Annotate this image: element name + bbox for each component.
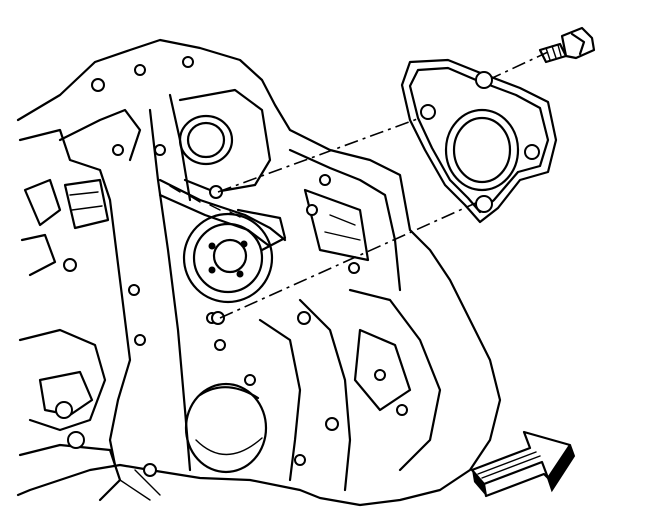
block-mount-hole-upper	[209, 185, 223, 199]
block-mount-hole-lower	[211, 311, 225, 325]
cup-plug	[184, 382, 268, 474]
plate-hole-top	[475, 71, 493, 89]
bolt	[538, 26, 596, 64]
cover-plate	[400, 58, 558, 224]
shaft-boss	[182, 208, 287, 304]
plate-hole-left	[420, 104, 436, 120]
chain-guide	[158, 178, 287, 242]
arrow-right-up-icon	[470, 430, 576, 498]
plate-hole-bottom	[475, 195, 493, 213]
alignment-lines	[217, 51, 549, 319]
plate-hole-right	[524, 144, 540, 160]
engine-block	[16, 38, 502, 507]
